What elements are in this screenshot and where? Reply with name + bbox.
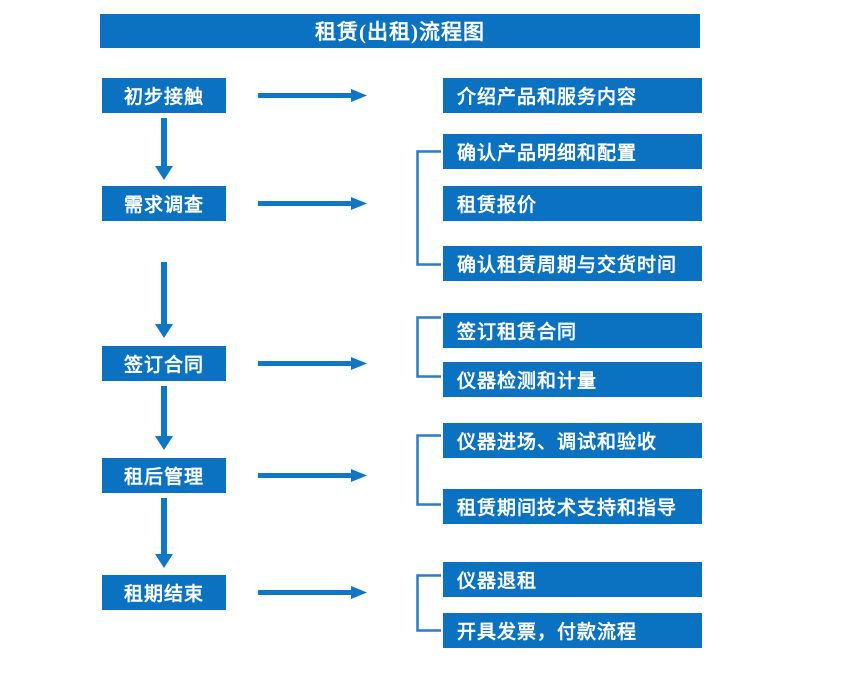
right-arrow-icon-2	[258, 194, 368, 214]
diagram-title: 租赁(出租)流程图	[100, 14, 700, 48]
detail-box-2[interactable]: 确认产品明细和配置	[443, 134, 702, 169]
detail-box-3[interactable]: 租赁报价	[443, 186, 702, 221]
group-bracket-icon-3	[416, 316, 442, 378]
right-arrow-icon-1	[258, 86, 368, 106]
detail-box-7[interactable]: 仪器进场、调试和验收	[443, 423, 702, 458]
right-arrow-icon-3	[258, 354, 368, 374]
detail-box-1[interactable]: 介绍产品和服务内容	[443, 78, 702, 113]
stage-box-4[interactable]: 租后管理	[102, 458, 226, 493]
stage-box-1[interactable]: 初步接触	[102, 78, 226, 113]
group-bracket-icon-5	[416, 574, 442, 632]
down-arrow-icon-4	[152, 498, 176, 570]
detail-box-8[interactable]: 租赁期间技术支持和指导	[443, 489, 702, 524]
down-arrow-icon-1	[152, 118, 176, 182]
detail-box-4[interactable]: 确认租赁周期与交货时间	[443, 246, 702, 281]
right-arrow-icon-5	[258, 583, 368, 603]
stage-box-3[interactable]: 签订合同	[102, 346, 226, 381]
stage-box-5[interactable]: 租期结束	[102, 575, 226, 610]
down-arrow-icon-2	[152, 262, 176, 340]
detail-box-5[interactable]: 签订租赁合同	[443, 313, 702, 348]
detail-box-6[interactable]: 仪器检测和计量	[443, 362, 702, 397]
stage-box-2[interactable]: 需求调查	[102, 186, 226, 221]
right-arrow-icon-4	[258, 466, 368, 486]
group-bracket-icon-2	[416, 150, 442, 266]
group-bracket-icon-4	[416, 434, 442, 506]
down-arrow-icon-3	[152, 386, 176, 452]
detail-box-9[interactable]: 仪器退租	[443, 562, 702, 597]
detail-box-10[interactable]: 开具发票，付款流程	[443, 613, 702, 648]
